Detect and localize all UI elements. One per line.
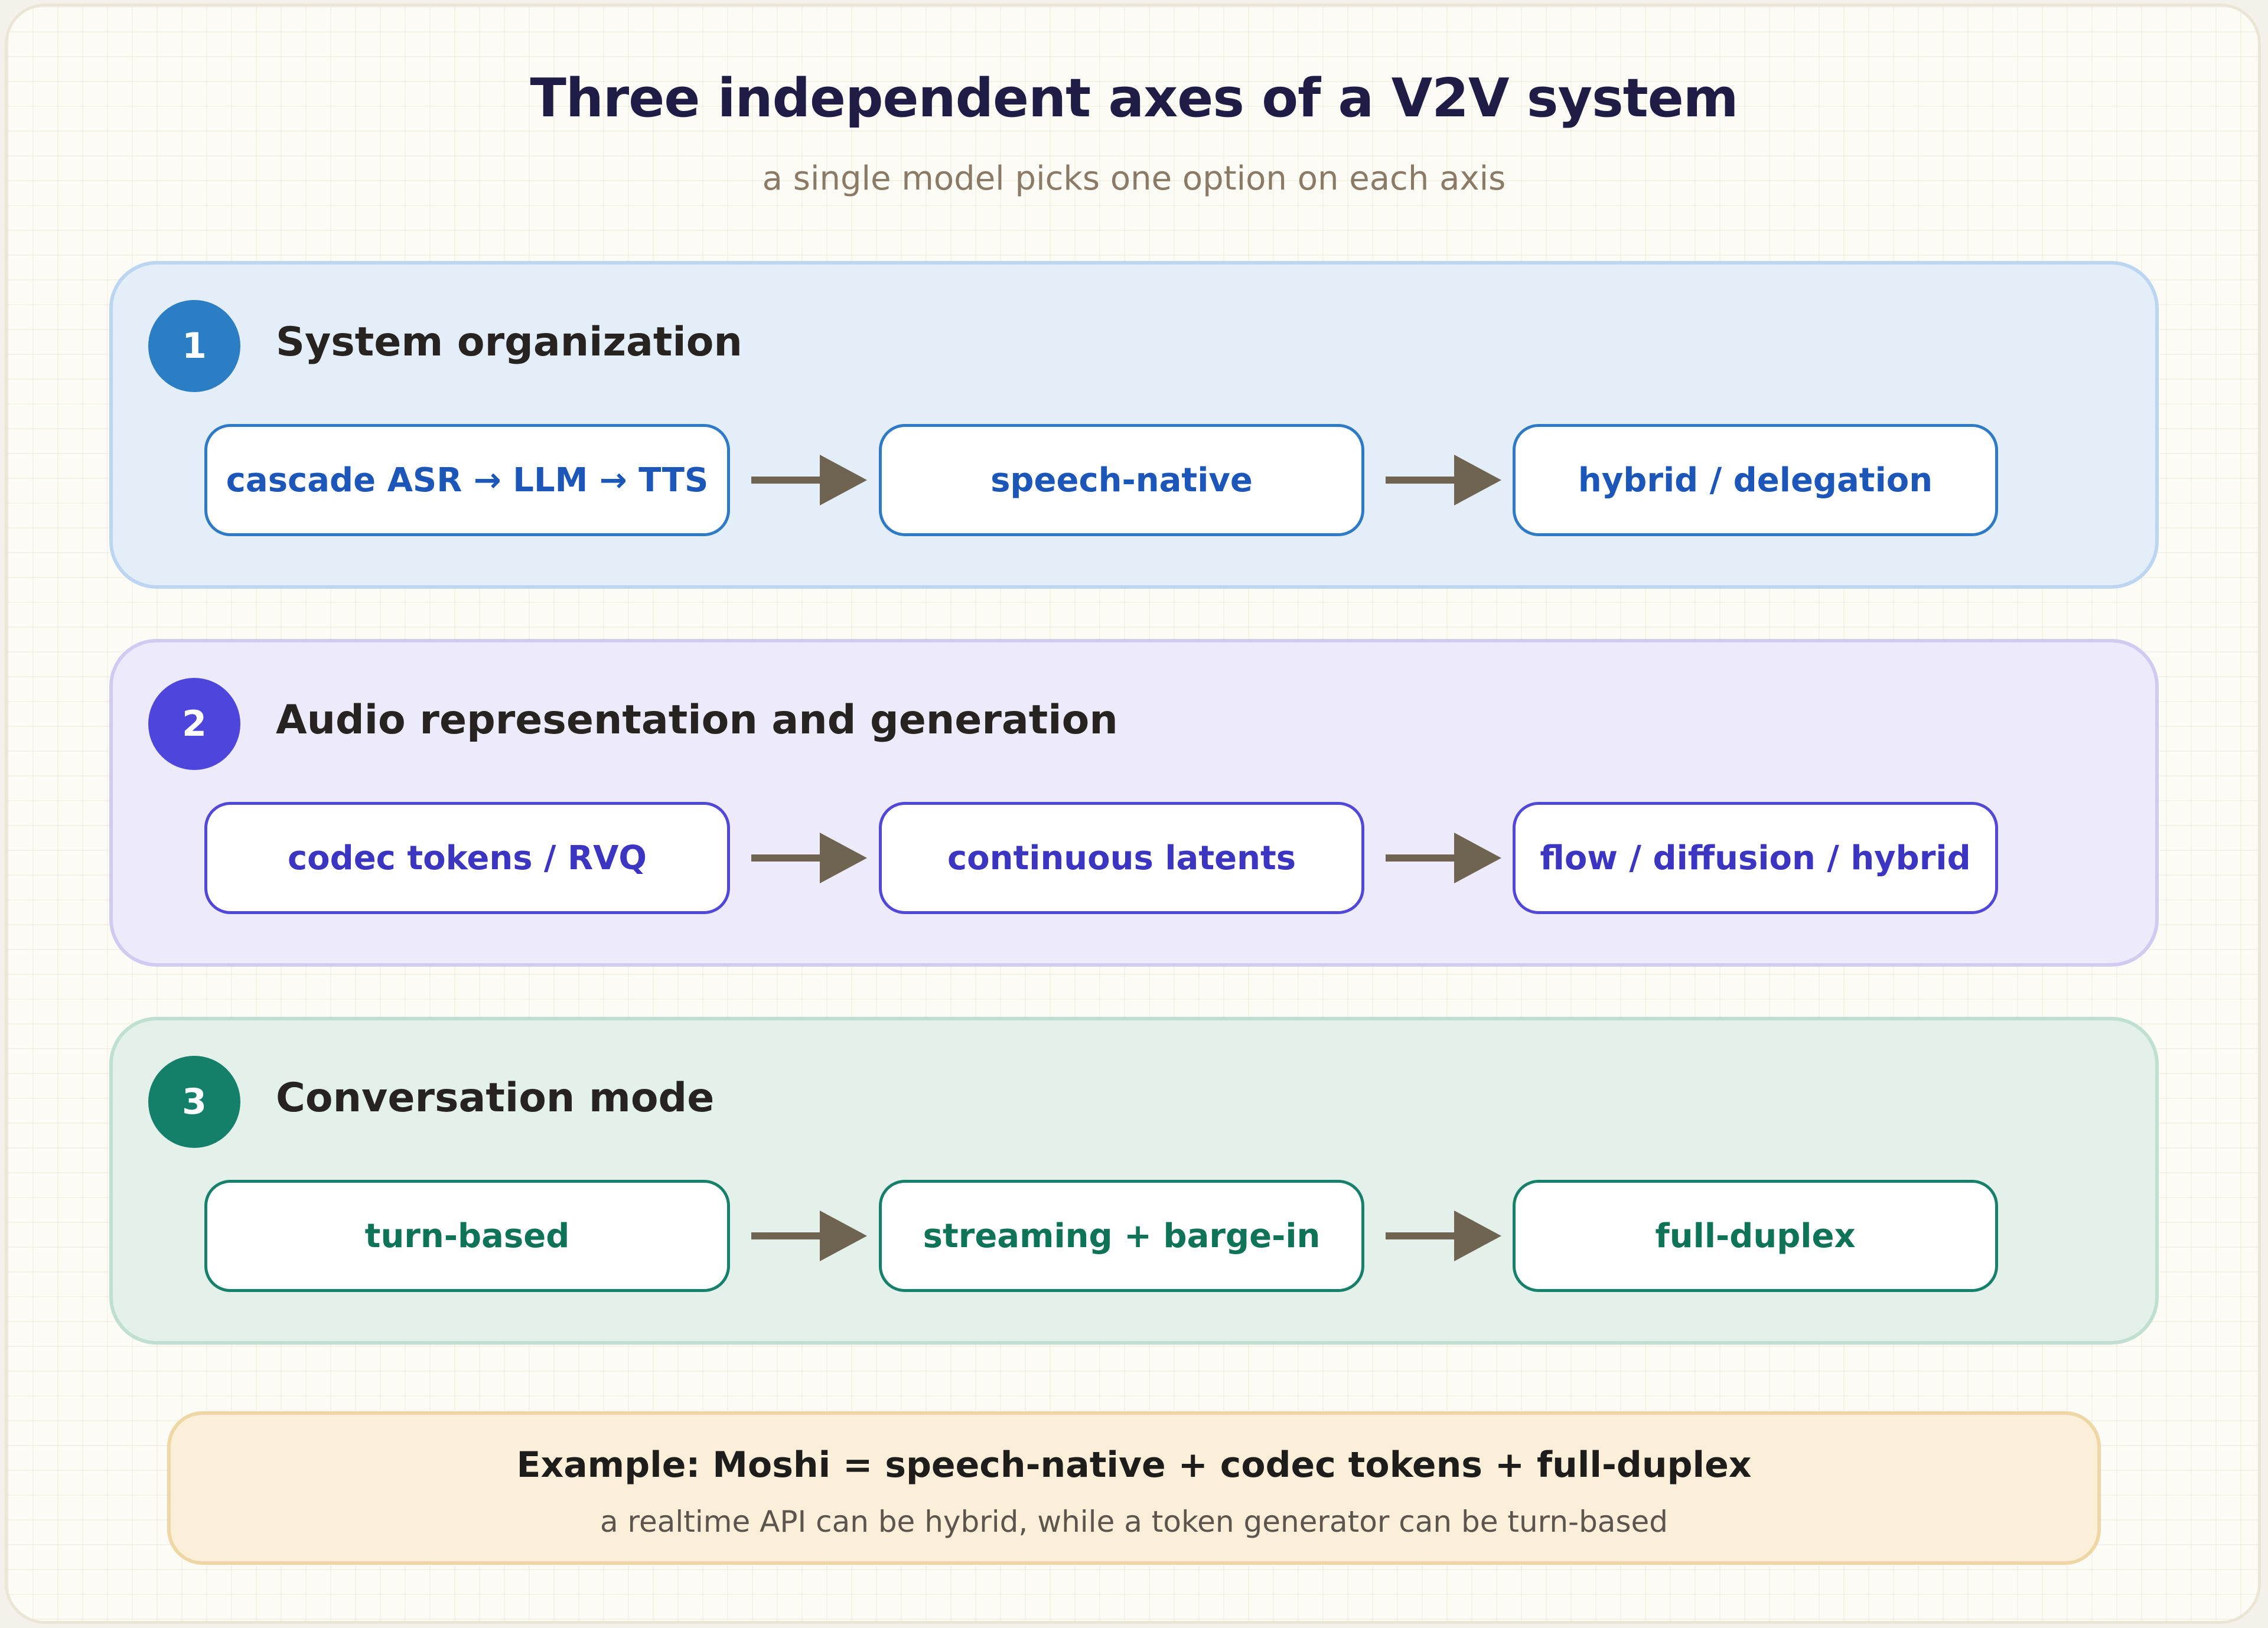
- axis-number-badge: 2: [148, 678, 240, 770]
- right-arrow-icon: [1386, 455, 1501, 505]
- diagram-title: Three independent axes of a V2V system: [530, 67, 1738, 129]
- example-text: Example: Moshi = speech-native + codec t…: [516, 1444, 1752, 1486]
- right-arrow-icon: [751, 833, 867, 883]
- axis-panel-audio-representation: 2 Audio representation and generation co…: [109, 639, 2159, 967]
- option-box: continuous latents: [879, 802, 1364, 914]
- right-arrow-icon: [751, 455, 867, 505]
- axis-number-badge: 1: [148, 300, 240, 392]
- axis-heading: System organization: [276, 319, 742, 366]
- axis-number-badge: 3: [148, 1056, 240, 1148]
- example-callout: Example: Moshi = speech-native + codec t…: [167, 1411, 2101, 1565]
- axis-heading: Audio representation and generation: [276, 697, 1118, 743]
- option-box: cascade ASR → LLM → TTS: [204, 424, 730, 536]
- right-arrow-icon: [751, 1211, 867, 1261]
- option-box: codec tokens / RVQ: [204, 802, 730, 914]
- axis-panel-system-organization: 1 System organization cascade ASR → LLM …: [109, 261, 2159, 589]
- axis-heading: Conversation mode: [276, 1075, 715, 1121]
- right-arrow-icon: [1386, 833, 1501, 883]
- option-box: speech-native: [879, 424, 1364, 536]
- option-box: flow / diffusion / hybrid: [1513, 802, 1998, 914]
- diagram-subtitle: a single model picks one option on each …: [762, 159, 1506, 198]
- option-box: turn-based: [204, 1180, 730, 1292]
- option-box: streaming + barge-in: [879, 1180, 1364, 1292]
- option-box: full-duplex: [1513, 1180, 1998, 1292]
- right-arrow-icon: [1386, 1211, 1501, 1261]
- example-note: a realtime API can be hybrid, while a to…: [599, 1505, 1669, 1539]
- axis-panel-conversation-mode: 3 Conversation mode turn-based streaming…: [109, 1017, 2159, 1345]
- option-box: hybrid / delegation: [1513, 424, 1998, 536]
